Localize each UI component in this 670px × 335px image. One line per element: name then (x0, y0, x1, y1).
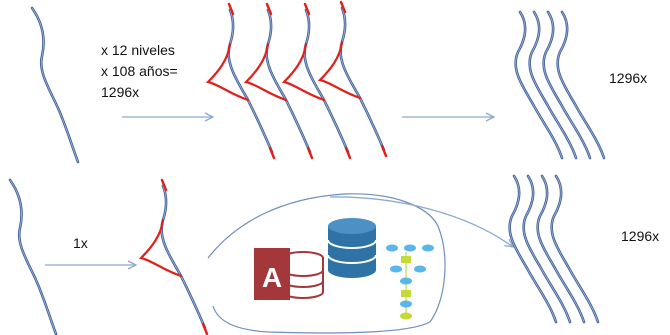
bottom-source-stream (8, 178, 58, 335)
multiplier-line-2: x 108 años= (101, 63, 178, 79)
bottom-profile-stream (139, 178, 209, 335)
access-database-icon: A (254, 248, 324, 300)
profile-stream-1 (206, 2, 276, 160)
profile-stream-3 (282, 2, 352, 160)
top-result-streams (514, 10, 606, 160)
multiplier-line-1: x 12 niveles (101, 42, 175, 58)
top-source-stream (30, 6, 80, 164)
top-right-count: 1296x (609, 70, 648, 86)
bottom-arrow-right (329, 196, 513, 247)
top-profile-streams (206, 0, 388, 160)
profile-stream-4 (318, 0, 388, 158)
database-outline (207, 193, 446, 334)
bottom-left-count: 1x (73, 235, 88, 251)
bottom-right-count: 1296x (621, 228, 660, 244)
database-cylinder-icon (327, 218, 377, 278)
bottom-result-streams (508, 174, 600, 324)
flowchart-icon (386, 244, 434, 320)
svg-text:A: A (262, 262, 282, 293)
profile-stream-2 (244, 2, 314, 160)
multiplier-total: 1296x (101, 84, 140, 100)
